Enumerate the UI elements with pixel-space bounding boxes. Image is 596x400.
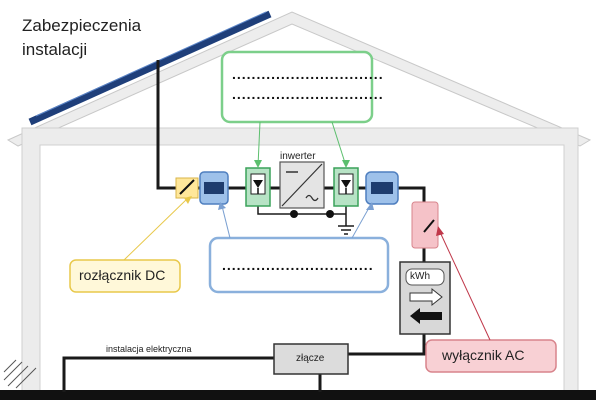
ground-strip	[0, 390, 596, 400]
pointer-line-yellow	[123, 197, 189, 261]
connection-box	[273, 343, 349, 375]
meter-display	[405, 268, 445, 286]
connection-label: złącze	[296, 353, 325, 364]
ac-breaker-blade	[423, 219, 435, 233]
top-blank-line-1: ...............................	[232, 66, 384, 82]
inverter-diagonal	[281, 163, 323, 207]
dc-label-box	[69, 259, 181, 293]
ac-breaker-label: wyłącznik AC	[442, 347, 525, 363]
earth-node-left	[290, 210, 298, 218]
top-blank-line-2: ...............................	[232, 86, 384, 102]
solar-panel-highlight	[35, 11, 267, 117]
ground-hatching	[3, 359, 37, 389]
solar-panel	[28, 10, 272, 126]
top-blank-box	[220, 50, 374, 124]
pointer-lines-green	[257, 121, 347, 167]
middle-blank-line: ...............................	[222, 257, 374, 273]
pointer-arrow-red	[436, 226, 444, 236]
dc-fuse-core	[204, 182, 224, 194]
dc-disconnector-blade	[179, 179, 195, 195]
earth-wiring	[257, 204, 354, 235]
ac-surge-arrow	[341, 180, 351, 188]
pointer-arrow-blue-right	[366, 202, 374, 210]
pointer-lines-blue	[221, 205, 371, 239]
inverter-label: inwerter	[280, 151, 316, 162]
diagram-title: Zabezpieczenia instalacji	[22, 14, 141, 62]
inverter-ac-symbol	[305, 194, 319, 202]
installation-label: instalacja elektryczna	[106, 344, 192, 354]
title-line-2: instalacji	[22, 40, 88, 59]
ac-fuse-core	[371, 182, 393, 194]
pointer-arrow-blue-left	[218, 202, 226, 210]
pointer-line-red	[439, 231, 491, 341]
meter-export-arrow	[409, 287, 443, 307]
title-line-1: Zabezpieczenia	[22, 16, 142, 35]
ac-breaker	[411, 201, 439, 249]
earth-node-right	[326, 210, 334, 218]
middle-blank-box	[208, 236, 390, 294]
ac-label-box	[425, 339, 557, 373]
meter-import-arrow	[410, 308, 442, 324]
dc-surge-arrow	[253, 180, 263, 188]
roof-outline	[6, 11, 592, 147]
pointer-arrow-yellow	[184, 196, 192, 204]
dc-disconnector-label: rozłącznik DC	[79, 267, 166, 283]
meter-unit-label: kWh	[410, 271, 430, 282]
pointer-arrow-green-right	[342, 160, 350, 168]
pointer-arrow-green-left	[254, 160, 262, 168]
